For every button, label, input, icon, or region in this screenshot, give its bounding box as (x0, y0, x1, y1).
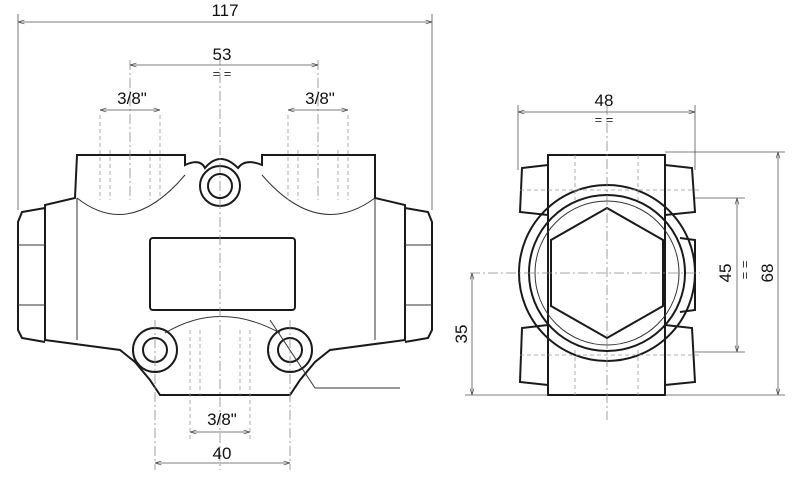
dimension-right-thread: 3/8" (288, 89, 348, 110)
dim-label-40: 40 (213, 444, 232, 463)
symmetry-mark-side: = = (595, 112, 614, 127)
dimension-117: 117 (18, 1, 432, 22)
dim-label-thread-bottom: 3/8" (207, 410, 237, 429)
dim-label-45: 45 (716, 264, 735, 283)
hex-nut-face (550, 206, 664, 340)
dim-label-35: 35 (452, 325, 471, 344)
side-body (547, 154, 666, 396)
dim-label-68: 68 (758, 264, 777, 283)
hidden-lines (99, 115, 349, 440)
dimension-35: 35 (452, 273, 472, 395)
dim-label-thread-left: 3/8" (117, 89, 147, 108)
front-view: 117 53 = = 3/8" 3/8" 3/8" 40 (17, 1, 433, 470)
dim-label-48: 48 (595, 91, 614, 110)
dimension-53: 53 = = (130, 45, 318, 81)
dimension-68: 68 (758, 152, 778, 395)
dimension-bottom-thread: 3/8" (190, 410, 250, 432)
side-view: 48 = = 68 45 = = 35 (452, 91, 785, 420)
dimension-40: 40 (155, 444, 290, 463)
symmetry-mark-45: = = (737, 261, 752, 280)
dim-label-117: 117 (211, 1, 238, 20)
left-hex-nut (17, 207, 46, 343)
symmetry-mark: = = (213, 66, 232, 81)
manifold-body (44, 154, 406, 396)
dimension-left-thread: 3/8" (100, 89, 160, 110)
dimension-45: 45 = = (716, 198, 752, 352)
dim-label-53: 53 (213, 45, 232, 64)
label-window (149, 237, 296, 311)
dimension-48: 48 = = (518, 91, 695, 127)
dim-label-thread-right: 3/8" (305, 89, 335, 108)
right-hex-nut (404, 207, 433, 343)
